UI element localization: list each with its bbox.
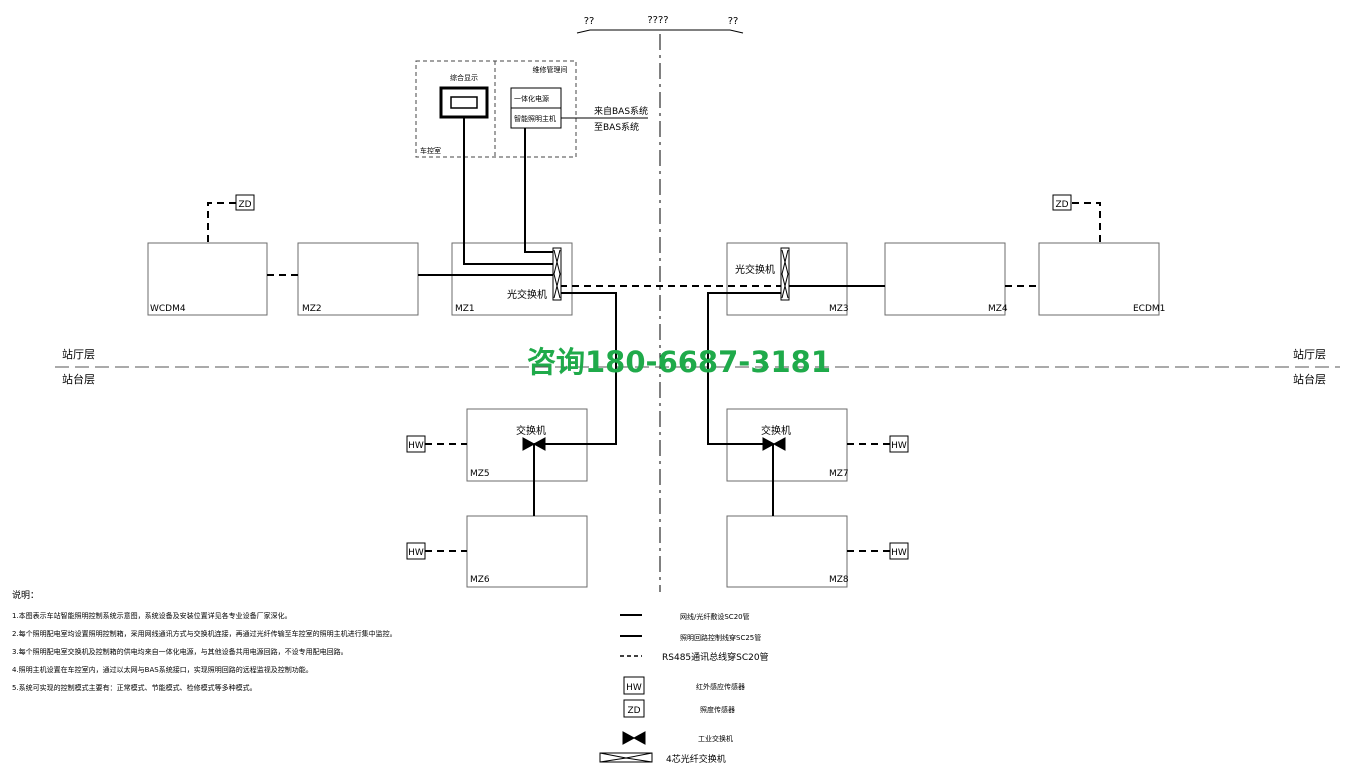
sensor-hw-mz6: HW: [406, 542, 426, 560]
switch-right-label: 交换机: [761, 424, 791, 437]
label-mz8: MZ8: [829, 575, 849, 585]
legend-hw-symbol: HW: [626, 683, 642, 693]
label-wcdm4: WCDM4: [150, 304, 186, 314]
note-item: 2.每个照明配电室均设置照明控制箱，采用网线通讯方式与交换机连接，再通过光纤传输…: [12, 629, 397, 638]
switch-left: 交换机: [516, 424, 546, 451]
drawing-header: ?? ???? ??: [576, 15, 744, 34]
optical-switch-right-label: 光交换机: [735, 263, 775, 276]
sensor-zd-left: ZD: [235, 194, 255, 211]
box-mz2: [297, 242, 419, 316]
sensor-hw-mz8: HW: [889, 542, 909, 560]
header-left-label: ??: [584, 16, 595, 27]
watermark-contact: 咨询180-6687-3181: [527, 345, 831, 379]
maint-room-label: 维修管理间: [533, 65, 568, 74]
control-room-frame: [415, 60, 577, 158]
control-room: 综合显示 维修管理间 一体化电源 智能照明主机 车控室 来自BAS系统 至BAS…: [415, 60, 648, 158]
legend-switch-desc: 工业交换机: [698, 734, 733, 743]
wiring: [207, 117, 1101, 552]
sensor-hw-mz7-frame: [889, 435, 909, 453]
header-right-label: ??: [728, 16, 739, 27]
box-mz1: [451, 242, 573, 316]
sensor-hw-mz8-frame: [889, 542, 909, 560]
sensor-hw-mz7-label: HW: [891, 441, 907, 451]
note-item: 3.每个照明配电室交换机及控制箱的供电均来自一体化电源，与其他设备共用电源回路，…: [12, 647, 348, 656]
box-mz8: [726, 515, 848, 588]
legend-item3-label: RS485通讯总线穿SC20管: [662, 651, 769, 663]
control-room-title: 车控室: [420, 146, 441, 155]
switch-left-symbol: [522, 437, 546, 451]
lighting-host-label: 智能照明主机: [514, 114, 556, 123]
sensor-zd-right-frame: [1052, 194, 1072, 211]
optical-switch-left-label: 光交换机: [507, 288, 547, 301]
design-notes: 说明： 1.本图表示车站智能照明控制系统示意图，系统设备及安装位置详见各专业设备…: [12, 589, 397, 692]
sensor-hw-mz5-frame: [406, 435, 426, 453]
header-center-label: ????: [647, 15, 668, 26]
optical-switch-right-body: [780, 247, 790, 301]
sensor-hw-mz7: HW: [889, 435, 909, 453]
display-label: 综合显示: [450, 73, 478, 82]
sensor-hw-mz8-label: HW: [891, 548, 907, 558]
legend-hw-desc: 红外感应传感器: [696, 682, 745, 691]
optical-switch-right: 光交换机: [735, 247, 790, 301]
optical-switch-left-mark: [553, 249, 561, 299]
label-mz7: MZ7: [829, 469, 849, 479]
note-item: 1.本图表示车站智能照明控制系统示意图，系统设备及安装位置详见各专业设备厂家深化…: [12, 611, 292, 620]
legend-item1-label: 网线/光纤敷设SC20管: [680, 612, 750, 621]
floor-label-hall-left: 站厅层: [62, 347, 95, 361]
link-right-optical-switch-mz7: [707, 292, 781, 445]
sensor-hw-mz6-frame: [406, 542, 426, 560]
label-ecdm1: ECDM1: [1133, 304, 1165, 314]
bas-from-label: 来自BAS系统: [594, 105, 648, 117]
box-ecdm1: [1038, 242, 1160, 316]
link-host-switch: [524, 128, 556, 253]
optical-switch-left-body: [552, 247, 562, 301]
legend-zd-symbol: ZD: [627, 706, 640, 716]
label-mz4: MZ4: [988, 304, 1008, 314]
box-wcdm4: [147, 242, 268, 316]
legend-switch-symbol: [622, 731, 646, 745]
optical-switch-right-mark: [781, 249, 789, 299]
floor-label-platform-left: 站台层: [62, 372, 95, 386]
link-display-switch: [463, 117, 556, 265]
switch-right: 交换机: [761, 424, 791, 451]
legend: 网线/光纤敷设SC20管 照明回路控制线穿SC25管 RS485通讯总线穿SC2…: [599, 612, 769, 765]
link-zd-right: [1072, 202, 1101, 243]
bas-to-label: 至BAS系统: [594, 121, 639, 133]
switch-right-symbol: [762, 437, 786, 451]
notes-title: 说明：: [12, 589, 39, 601]
sensor-hw-mz5: HW: [406, 435, 426, 453]
link-zd-left: [207, 202, 236, 243]
label-mz5: MZ5: [470, 469, 490, 479]
legend-optical-desc: 4芯光纤交换机: [666, 753, 726, 765]
sensor-zd-right: ZD: [1052, 194, 1072, 211]
label-mz1: MZ1: [455, 304, 475, 314]
switch-left-label: 交换机: [516, 424, 546, 437]
optical-switch-left: 光交换机: [507, 247, 562, 301]
hall-distribution-rooms: WCDM4 MZ2 MZ1 MZ3 MZ4 ECDM1: [147, 242, 1165, 316]
display-monitor-inner: [450, 96, 478, 109]
header-bracket: [576, 29, 744, 34]
sensor-zd-left-label: ZD: [238, 200, 251, 210]
note-item: 4.照明主机设置在车控室内，通过以太网与BAS系统接口，实现照明回路的远程监视及…: [12, 665, 313, 674]
floor-label-platform-right: 站台层: [1293, 372, 1326, 386]
floor-label-hall-right: 站厅层: [1293, 347, 1326, 361]
legend-item2-label: 照明回路控制线穿SC25管: [680, 633, 761, 642]
box-mz4: [884, 242, 1006, 316]
sensor-hw-mz6-label: HW: [408, 548, 424, 558]
box-mz6: [466, 515, 588, 588]
label-mz2: MZ2: [302, 304, 322, 314]
link-left-optical-switch-mz5: [534, 292, 617, 445]
label-mz3: MZ3: [829, 304, 849, 314]
power-supply-label: 一体化电源: [514, 94, 549, 103]
sensor-zd-right-label: ZD: [1055, 200, 1068, 210]
sensor-zd-left-frame: [235, 194, 255, 211]
note-item: 5.系统可实现的控制模式主要有：正常模式、节能模式、检修模式等多种模式。: [12, 683, 257, 692]
legend-zd-frame: [623, 699, 645, 718]
legend-zd-desc: 照度传感器: [700, 705, 735, 714]
label-mz6: MZ6: [470, 575, 490, 585]
legend-optical-symbol: [599, 752, 653, 763]
legend-hw-frame: [623, 676, 645, 695]
sensor-hw-mz5-label: HW: [408, 441, 424, 451]
